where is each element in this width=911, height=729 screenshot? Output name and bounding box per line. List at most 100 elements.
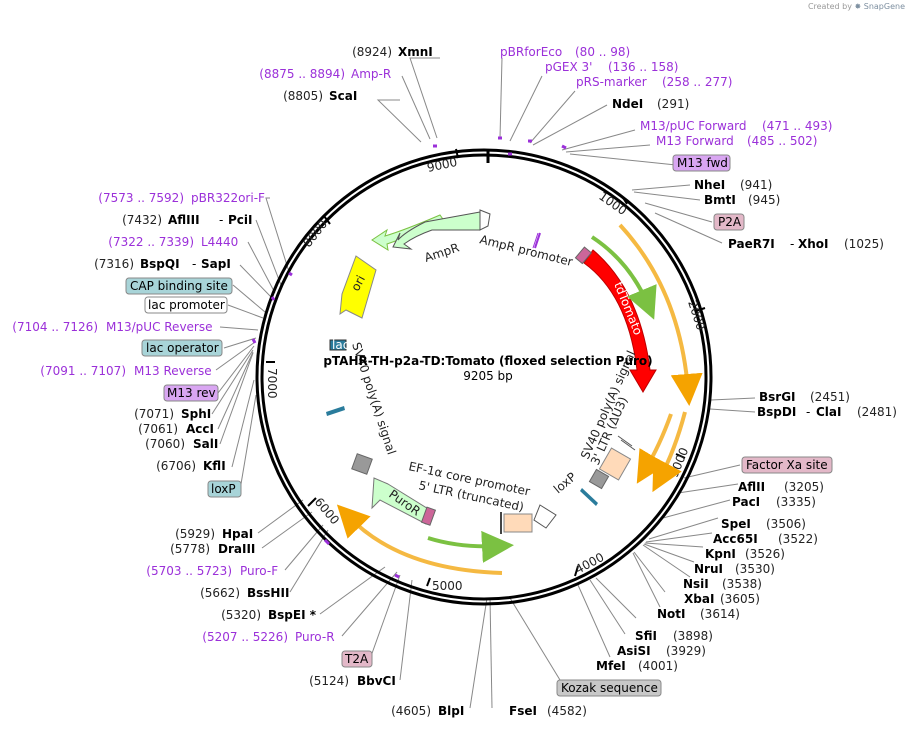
xhoi-label[interactable]: XhoI <box>798 237 829 251</box>
kpni-label[interactable]: KpnI <box>705 547 736 561</box>
puror-green-arc <box>427 530 514 563</box>
lac-promoter-badge[interactable] <box>144 296 228 314</box>
pgex3-primer[interactable]: pGEX 3' <box>545 60 592 74</box>
afliii-dash: - <box>219 213 223 227</box>
sfii-label[interactable]: SfiI <box>635 629 657 643</box>
pbr322ori-primer[interactable]: pBR322ori-F <box>191 191 265 205</box>
loxp-left-mark[interactable] <box>326 406 345 416</box>
m13puc-reverse-primer[interactable]: M13/pUC Reverse <box>106 320 213 334</box>
clai-label[interactable]: ClaI <box>816 405 841 419</box>
m13puc-forward-pos: (471 .. 493) <box>762 119 832 133</box>
m13-forward-primer[interactable]: M13 Forward <box>656 134 734 148</box>
afliii-label[interactable]: AflIII <box>168 213 200 227</box>
aflii-pos: (3205) <box>784 480 824 494</box>
cap-binding-label: CAP binding site <box>130 279 228 293</box>
draiii-label[interactable]: DraIII <box>218 542 255 556</box>
spei-pos: (3506) <box>766 517 806 531</box>
sapi-label[interactable]: SapI <box>201 257 231 271</box>
xmni-label[interactable]: XmnI <box>398 45 433 59</box>
tdtomato-feature[interactable] <box>583 249 657 393</box>
sv40-left-box[interactable] <box>351 453 373 475</box>
xbai-label[interactable]: XbaI <box>684 592 714 606</box>
plasmid-length: 9205 bp <box>463 369 513 383</box>
bspdi-label[interactable]: BspDI <box>757 405 796 419</box>
m13-reverse-pos: (7091 .. 7107) <box>40 364 126 378</box>
t2a-box[interactable] <box>420 506 437 526</box>
kozak-badge[interactable] <box>556 679 662 697</box>
lac-operator-label: lac operator <box>146 341 219 355</box>
mfei-label[interactable]: MfeI <box>596 659 626 673</box>
p2a-box[interactable] <box>574 246 593 265</box>
sali-label[interactable]: SalI <box>193 437 218 451</box>
ltr3-feature[interactable] <box>598 447 632 481</box>
clai-pos: (2481) <box>857 405 897 419</box>
paer7i-label[interactable]: PaeR7I <box>728 237 775 251</box>
cap-binding-badge[interactable] <box>125 277 233 295</box>
scai-label[interactable]: ScaI <box>329 89 357 103</box>
bspei-label[interactable]: BspEI * <box>268 608 317 622</box>
tick-label-2000: 2000 <box>685 299 708 332</box>
afliii-pos: (7432) <box>122 213 162 227</box>
p2a-badge[interactable] <box>713 213 745 231</box>
noti-label[interactable]: NotI <box>657 607 686 621</box>
kfli-label[interactable]: KflI <box>203 459 226 473</box>
tick-label-1000: 1000 <box>596 189 629 218</box>
factor-xa-badge[interactable] <box>741 456 833 474</box>
l4440-primer[interactable]: L4440 <box>201 235 238 249</box>
bmti-pos: (945) <box>748 193 780 207</box>
busshii-label[interactable]: BssHII <box>247 586 289 600</box>
noti-pos: (3614) <box>700 607 740 621</box>
bspdi-dash: - <box>806 405 810 419</box>
ampr-feature[interactable] <box>392 211 481 250</box>
ndei-label[interactable]: NdeI <box>612 97 643 111</box>
orange-arc-1 <box>618 223 703 406</box>
m13-rev-badge[interactable] <box>163 384 219 402</box>
sphi-label[interactable]: SphI <box>181 407 211 421</box>
xhoi-pos: (1025) <box>844 237 884 251</box>
blpi-label[interactable]: BlpI <box>438 704 464 718</box>
hpai-label[interactable]: HpaI <box>222 527 253 541</box>
ori-feature[interactable] <box>339 255 377 319</box>
sfii-pos: (3898) <box>673 629 713 643</box>
nrui-label[interactable]: NruI <box>694 562 723 576</box>
draiii-pos: (5778) <box>170 542 210 556</box>
spei-label[interactable]: SpeI <box>721 517 751 531</box>
puro-f-primer[interactable]: Puro-F <box>240 564 278 578</box>
m13-reverse-primer[interactable]: M13 Reverse <box>134 364 212 378</box>
fsei-label[interactable]: FseI <box>509 704 537 718</box>
plasmid-title: pTAHR-TH-p2a-TD:Tomato (floxed selection… <box>323 354 652 368</box>
loxp-badge[interactable] <box>207 480 242 498</box>
lac-small-feature[interactable] <box>329 339 347 351</box>
loxp-inner-mark[interactable] <box>580 488 598 506</box>
asisi-label[interactable]: AsiSI <box>617 644 651 658</box>
factor-xa-mark <box>617 435 633 447</box>
nrui-pos: (3530) <box>735 562 775 576</box>
amp-r-pos: (8875 .. 8894) <box>259 67 345 81</box>
nsii-label[interactable]: NsiI <box>683 577 709 591</box>
pbrforeco-primer[interactable]: pBRforEco <box>500 45 562 59</box>
lac-operator-badge[interactable] <box>141 339 223 357</box>
sv40-right-box[interactable] <box>588 468 610 490</box>
m13-fwd-badge[interactable] <box>672 154 731 172</box>
ltr5-feature[interactable] <box>503 513 533 533</box>
bsrgi-label[interactable]: BsrGI <box>759 390 796 404</box>
bmti-label[interactable]: BmtI <box>704 193 736 207</box>
bspqi-pos: (7316) <box>94 257 134 271</box>
ampr-promoter-arrow[interactable] <box>479 209 491 231</box>
bspqi-label[interactable]: BspQI <box>140 257 180 271</box>
acci-label[interactable]: AccI <box>186 422 214 436</box>
pcii-label[interactable]: PciI <box>228 213 253 227</box>
prs-marker-primer[interactable]: pRS-marker <box>576 75 647 89</box>
bbvci-label[interactable]: BbvCI <box>357 674 396 688</box>
labels-left: (7573 .. 7592) pBR322ori-F (7432) AflIII… <box>12 191 265 498</box>
t2a-badge[interactable] <box>341 650 373 668</box>
aflii-label[interactable]: AflII <box>738 480 765 494</box>
m13puc-forward-primer[interactable]: M13/pUC Forward <box>640 119 747 133</box>
paci-label[interactable]: PacI <box>732 495 760 509</box>
ampr-promoter-mark-2 <box>532 232 539 249</box>
amp-r-primer[interactable]: Amp-R <box>351 67 391 81</box>
ef1a-arrow[interactable] <box>533 504 557 529</box>
puro-r-primer[interactable]: Puro-R <box>295 630 335 644</box>
nhei-label[interactable]: NheI <box>694 178 725 192</box>
acc65i-label[interactable]: Acc65I <box>713 532 758 546</box>
